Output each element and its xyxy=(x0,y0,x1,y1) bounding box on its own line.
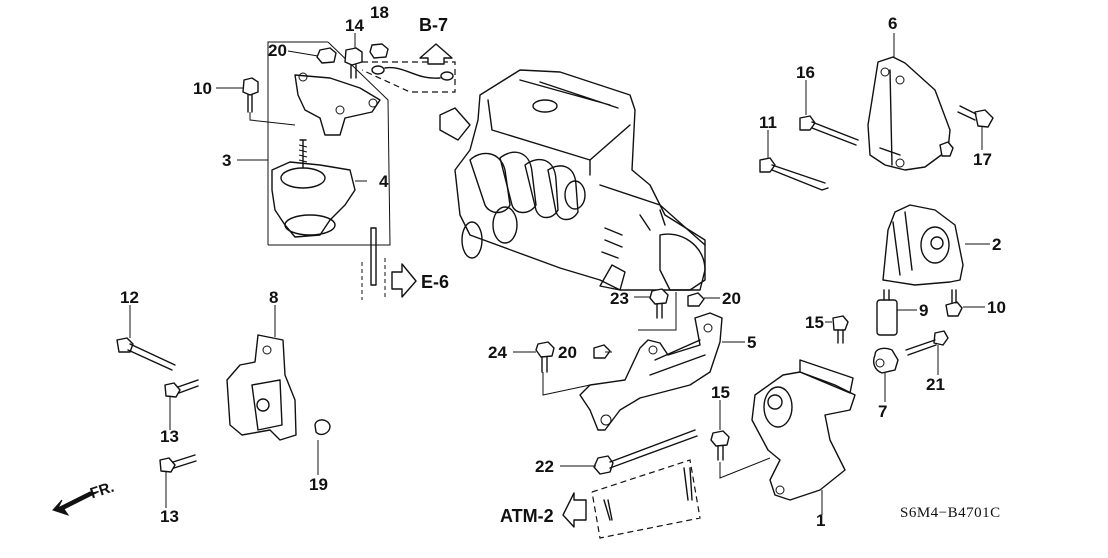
callout-19: 19 xyxy=(309,475,328,494)
callout-20-a: 20 xyxy=(268,41,287,60)
reference-atm2-link[interactable]: ATM-2 xyxy=(500,506,554,526)
callout-23: 23 xyxy=(610,289,629,308)
callout-8: 8 xyxy=(269,288,279,307)
callout-15-a: 15 xyxy=(805,313,824,332)
front-bracket-group xyxy=(535,288,723,431)
atm2-arrow-icon xyxy=(562,492,587,528)
callout-12: 12 xyxy=(120,288,139,307)
callout-6: 6 xyxy=(888,14,898,33)
callout-16: 16 xyxy=(796,63,815,82)
front-mount-group xyxy=(116,334,331,473)
callout-15-b: 15 xyxy=(711,383,730,402)
callout-3: 3 xyxy=(222,151,232,170)
callout-17: 17 xyxy=(973,150,992,169)
e6-arrow-icon xyxy=(391,263,417,298)
diagram-code: S6M4−B4701C xyxy=(900,505,1001,521)
leader-lines xyxy=(129,33,990,515)
rear-mount-group xyxy=(832,204,964,374)
callout-11: 11 xyxy=(759,113,777,132)
reference-e6-link[interactable]: E-6 xyxy=(421,272,450,292)
engine-illustration xyxy=(439,69,706,291)
b7-arrow-icon xyxy=(419,43,453,65)
front-direction-arrow-icon xyxy=(52,491,98,516)
callout-5: 5 xyxy=(747,333,757,352)
reference-b7-link[interactable]: B-7 xyxy=(419,15,449,35)
callout-22: 22 xyxy=(535,457,554,476)
bracket-6-group xyxy=(759,56,994,191)
transmission-mount-group xyxy=(591,359,856,539)
callout-9: 9 xyxy=(919,301,929,320)
callout-10-a: 10 xyxy=(193,79,212,98)
callout-20-c: 20 xyxy=(558,343,577,362)
callout-18: 18 xyxy=(370,3,389,22)
callout-7: 7 xyxy=(878,402,888,421)
callout-14: 14 xyxy=(345,16,364,35)
callout-1: 1 xyxy=(816,511,826,530)
callout-20-b: 20 xyxy=(722,289,741,308)
callout-2: 2 xyxy=(992,235,1002,254)
callout-13-b: 13 xyxy=(160,507,179,526)
callout-24: 24 xyxy=(488,343,507,362)
callout-4: 4 xyxy=(379,172,389,191)
side-mount-group xyxy=(242,41,456,300)
callout-13-a: 13 xyxy=(160,427,179,446)
callout-10-b: 10 xyxy=(987,298,1006,317)
callout-21: 21 xyxy=(926,375,945,394)
